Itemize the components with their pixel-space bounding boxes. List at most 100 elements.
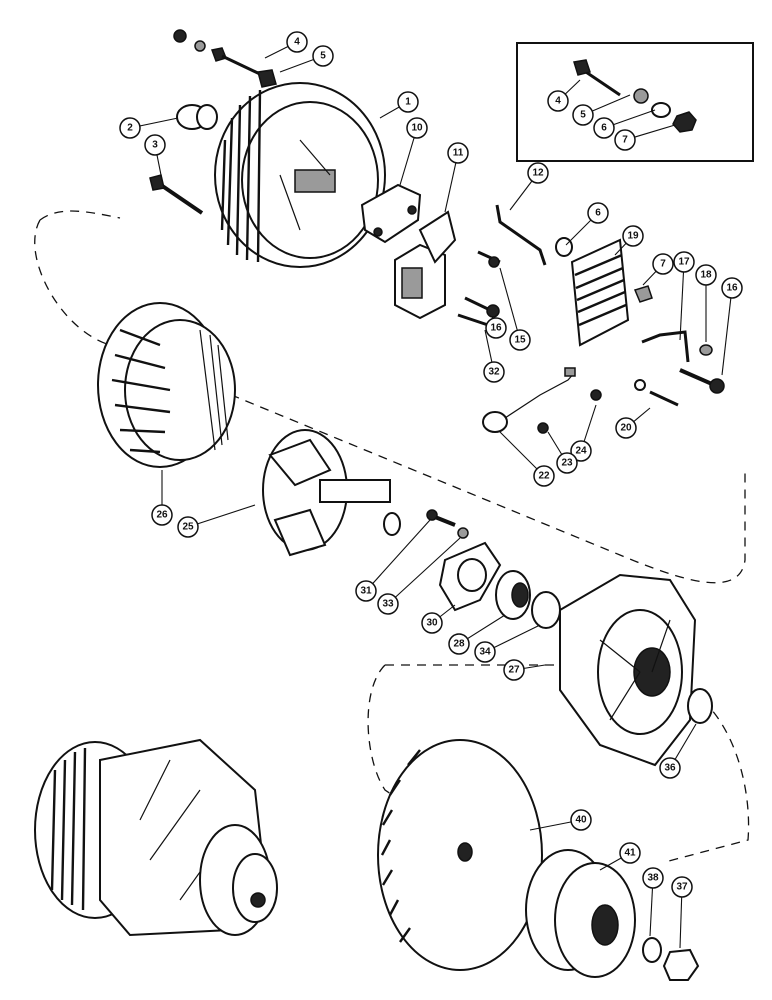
callout-circle <box>587 202 609 224</box>
callout-4: 4 <box>547 79 581 112</box>
callout-circle <box>406 117 428 139</box>
callout-5: 5 <box>572 94 631 126</box>
callout-circle <box>119 117 141 139</box>
callout-circle <box>483 361 505 383</box>
callout-16: 16 <box>721 277 743 376</box>
rectifier-bridge <box>570 238 630 347</box>
callout-label: 7 <box>622 135 628 146</box>
rotor <box>262 429 401 557</box>
callout-label: 30 <box>426 618 438 629</box>
callout-33: 33 <box>377 537 461 615</box>
callout-label: 4 <box>555 96 561 107</box>
screw-20 <box>634 379 679 407</box>
callout-circle <box>177 516 199 538</box>
callout-11: 11 <box>444 142 469 213</box>
terminal-strap <box>495 204 547 266</box>
slip-ring-end-frame <box>214 82 386 268</box>
callout-circle <box>527 162 549 184</box>
callout-label: 12 <box>532 168 544 179</box>
callout-4: 4 <box>264 31 308 59</box>
callout-label: 17 <box>678 257 690 268</box>
callout-leader <box>499 267 521 341</box>
callout-25: 25 <box>177 504 256 538</box>
callout-label: 37 <box>676 882 688 893</box>
callout-31: 31 <box>355 519 431 602</box>
retainer-plate <box>438 541 502 612</box>
callout-circle <box>312 45 334 67</box>
callout-circle <box>622 225 644 247</box>
callout-label: 38 <box>647 873 659 884</box>
callout-1: 1 <box>379 91 419 119</box>
callout-label: 31 <box>360 586 372 597</box>
fan <box>377 739 543 971</box>
callout-18: 18 <box>695 264 717 342</box>
collar <box>687 688 713 724</box>
callout-label: 41 <box>624 848 636 859</box>
callout-circle <box>377 593 399 615</box>
callout-label: 5 <box>580 110 586 121</box>
callout-leader <box>187 504 256 528</box>
callout-circle <box>503 659 525 681</box>
callout-circle <box>659 757 681 779</box>
callout-label: 40 <box>575 815 587 826</box>
callout-leader <box>721 287 733 376</box>
callout-circle <box>556 452 578 474</box>
callout-circle <box>421 612 443 634</box>
group-outline-upper <box>34 219 746 584</box>
callout-6: 6 <box>593 109 656 139</box>
inset-nut <box>672 111 697 133</box>
callout-24: 24 <box>570 404 597 462</box>
callout-label: 19 <box>627 231 639 242</box>
inset-washer <box>633 88 649 104</box>
callout-circle <box>485 317 507 339</box>
callout-label: 5 <box>320 51 326 62</box>
callout-37: 37 <box>671 876 693 949</box>
callout-circle <box>547 90 569 112</box>
callout-2: 2 <box>119 117 179 139</box>
regulator <box>360 183 422 244</box>
callout-label: 26 <box>156 510 168 521</box>
callout-5: 5 <box>279 45 334 73</box>
callout-label: 22 <box>538 471 550 482</box>
callout-36: 36 <box>659 723 697 779</box>
callout-label: 2 <box>127 123 133 134</box>
callout-circle <box>721 277 743 299</box>
callout-6: 6 <box>565 202 609 246</box>
callout-label: 16 <box>490 323 502 334</box>
callout-32: 32 <box>483 329 505 383</box>
callout-circle <box>642 867 664 889</box>
inset-bolt <box>573 59 621 97</box>
capacitor <box>482 367 576 433</box>
callout-circle <box>286 31 308 53</box>
callout-label: 20 <box>620 423 632 434</box>
callout-7: 7 <box>642 253 674 286</box>
callout-circle <box>509 329 531 351</box>
callout-label: 23 <box>561 458 573 469</box>
callout-circle <box>448 633 470 655</box>
callout-label: 25 <box>182 522 194 533</box>
callout-label: 15 <box>514 335 526 346</box>
screw-15 <box>477 250 501 268</box>
callout-label: 36 <box>664 763 676 774</box>
callout-circle <box>695 264 717 286</box>
callout-27: 27 <box>503 659 546 681</box>
callout-34: 34 <box>474 624 541 663</box>
callout-label: 10 <box>411 123 423 134</box>
callout-circle <box>619 842 641 864</box>
callout-label: 3 <box>152 140 158 151</box>
callout-circle <box>615 417 637 439</box>
retainer-screw <box>426 509 456 527</box>
washer-18 <box>699 344 713 356</box>
callout-circle <box>474 641 496 663</box>
callout-label: 1 <box>405 97 411 108</box>
callout-circle <box>447 142 469 164</box>
ball-bearing <box>495 570 531 620</box>
callout-label: 6 <box>601 123 607 134</box>
callout-label: 6 <box>595 208 601 219</box>
callout-circle <box>397 91 419 113</box>
washer-38 <box>642 937 662 963</box>
screw-23 <box>537 422 549 434</box>
callout-circle <box>614 129 636 151</box>
callout-label: 32 <box>488 367 500 378</box>
callout-circle <box>570 809 592 831</box>
